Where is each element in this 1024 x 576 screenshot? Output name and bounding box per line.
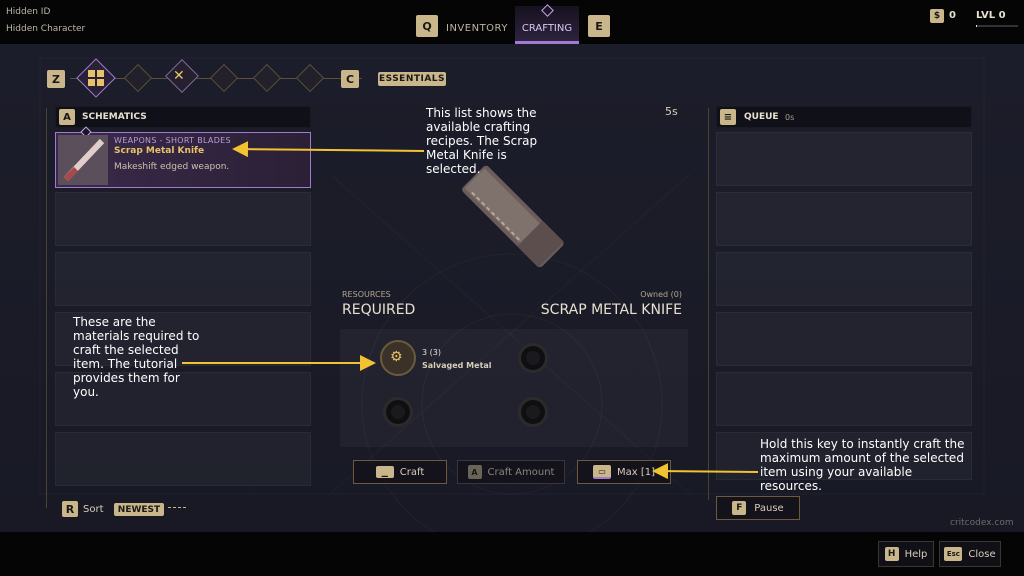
sort-label[interactable]: Sort <box>83 504 104 515</box>
help-button[interactable]: H Help <box>878 541 934 567</box>
compass-icon: A <box>59 109 75 125</box>
queue-slot <box>716 252 972 306</box>
close-key: Esc <box>944 547 963 561</box>
tab-crafting[interactable]: CRAFTING <box>515 4 579 44</box>
pause-button[interactable]: F Pause <box>716 496 800 520</box>
grid-icon <box>88 70 104 86</box>
resource-slot-salvaged-metal[interactable]: ⚙ <box>380 340 416 376</box>
required-label: REQUIRED <box>342 302 416 318</box>
crossed-swords-icon: ✕ <box>173 68 185 84</box>
queue-slot <box>716 132 972 186</box>
queue-slot <box>716 312 972 366</box>
sort-value[interactable]: NEWEST <box>114 503 164 516</box>
schematic-empty-slot <box>55 192 311 246</box>
owned-count: Owned (0) <box>640 290 682 299</box>
hidden-character-label: Hidden Character <box>6 24 86 34</box>
resources-label: RESOURCES <box>342 290 391 299</box>
schematic-category: WEAPONS - SHORT BLADES <box>114 136 231 145</box>
help-label: Help <box>904 548 928 560</box>
tab-crafting-label: CRAFTING <box>521 23 573 34</box>
currency-icon: $ <box>930 9 944 23</box>
salvaged-metal-icon: ⚙ <box>390 349 403 365</box>
resource-slot-empty <box>383 397 413 427</box>
close-label: Close <box>968 548 996 560</box>
annotation-list-note: This list shows the available crafting r… <box>426 106 538 176</box>
sort-indicator <box>168 507 186 510</box>
annotation-max-note: Hold this key to instantly craft the max… <box>760 437 965 493</box>
essentials-category[interactable]: ESSENTIALS <box>378 72 446 86</box>
bottom-bar: H Help Esc Close <box>0 532 1024 576</box>
max-key-icon: ▭ <box>592 465 611 479</box>
queue-header: ≡ QUEUE 0s <box>716 106 972 128</box>
queue-side-line <box>708 108 709 500</box>
pause-label: Pause <box>754 502 784 514</box>
craft-amount-button[interactable]: A Craft Amount <box>457 460 565 484</box>
craft-time: 5s <box>665 105 678 118</box>
crafting-screen: Z ✕ C ESSENTIALS A SCHEMATICS WEAPONS - … <box>0 44 1024 532</box>
schematic-empty-slot <box>55 312 311 366</box>
level-label: LVL 0 <box>976 10 1006 21</box>
currency-value: 0 <box>949 10 956 21</box>
craft-amount-key: A <box>467 465 482 479</box>
tab-inventory[interactable]: INVENTORY <box>446 23 508 34</box>
key-r-button[interactable]: R <box>62 501 78 517</box>
schematic-empty-slot <box>55 372 311 426</box>
close-button[interactable]: Esc Close <box>939 541 1001 567</box>
max-craft-label: Max [1] <box>616 466 656 478</box>
key-c-button[interactable]: C <box>341 70 359 88</box>
craft-button[interactable]: ▁ Craft <box>353 460 447 484</box>
annotation-materials-note: These are the materials required to craf… <box>73 315 200 399</box>
queue-slot <box>716 432 972 480</box>
background-decoration <box>361 253 663 532</box>
key-z-button[interactable]: Z <box>47 70 65 88</box>
schematics-header: A SCHEMATICS <box>55 106 311 128</box>
queue-list-icon: ≡ <box>720 109 736 125</box>
spacebar-key-icon: ▁ <box>375 466 394 478</box>
schematics-side-line <box>46 108 47 508</box>
knife-preview-image <box>462 165 564 268</box>
key-q-button[interactable]: Q <box>416 15 438 37</box>
resource-count: 3 (3) <box>422 348 441 357</box>
queue-slot <box>716 192 972 246</box>
watermark: critcodex.com <box>950 518 1014 528</box>
top-bar: Hidden ID Hidden Character Q INVENTORY C… <box>0 0 1024 44</box>
knife-thumbnail-icon <box>58 135 108 185</box>
key-e-button[interactable]: E <box>588 15 610 37</box>
help-key: H <box>884 547 899 561</box>
queue-time: 0s <box>785 113 795 122</box>
schematic-empty-slot <box>55 432 311 486</box>
hidden-id-label: Hidden ID <box>6 7 51 17</box>
resource-slot-empty <box>518 397 548 427</box>
resource-name: Salvaged Metal <box>422 361 492 370</box>
schematic-empty-slot <box>55 252 311 306</box>
schematic-description: Makeshift edged weapon. <box>114 162 230 172</box>
queue-slot <box>716 372 972 426</box>
schematic-name: Scrap Metal Knife <box>114 146 205 156</box>
queue-title: QUEUE <box>744 112 779 122</box>
xp-bar <box>976 25 1018 27</box>
craft-amount-label: Craft Amount <box>487 466 555 478</box>
diamond-marker-icon <box>541 4 554 17</box>
resource-slot-empty <box>518 343 548 373</box>
item-name-heading: SCRAP METAL KNIFE <box>540 302 682 318</box>
schematic-item-selected[interactable]: WEAPONS - SHORT BLADES Scrap Metal Knife… <box>55 126 311 188</box>
max-craft-button[interactable]: ▭ Max [1] <box>577 460 671 484</box>
pause-key: F <box>732 501 747 515</box>
schematics-title: SCHEMATICS <box>82 112 147 122</box>
craft-button-label: Craft <box>399 466 425 478</box>
